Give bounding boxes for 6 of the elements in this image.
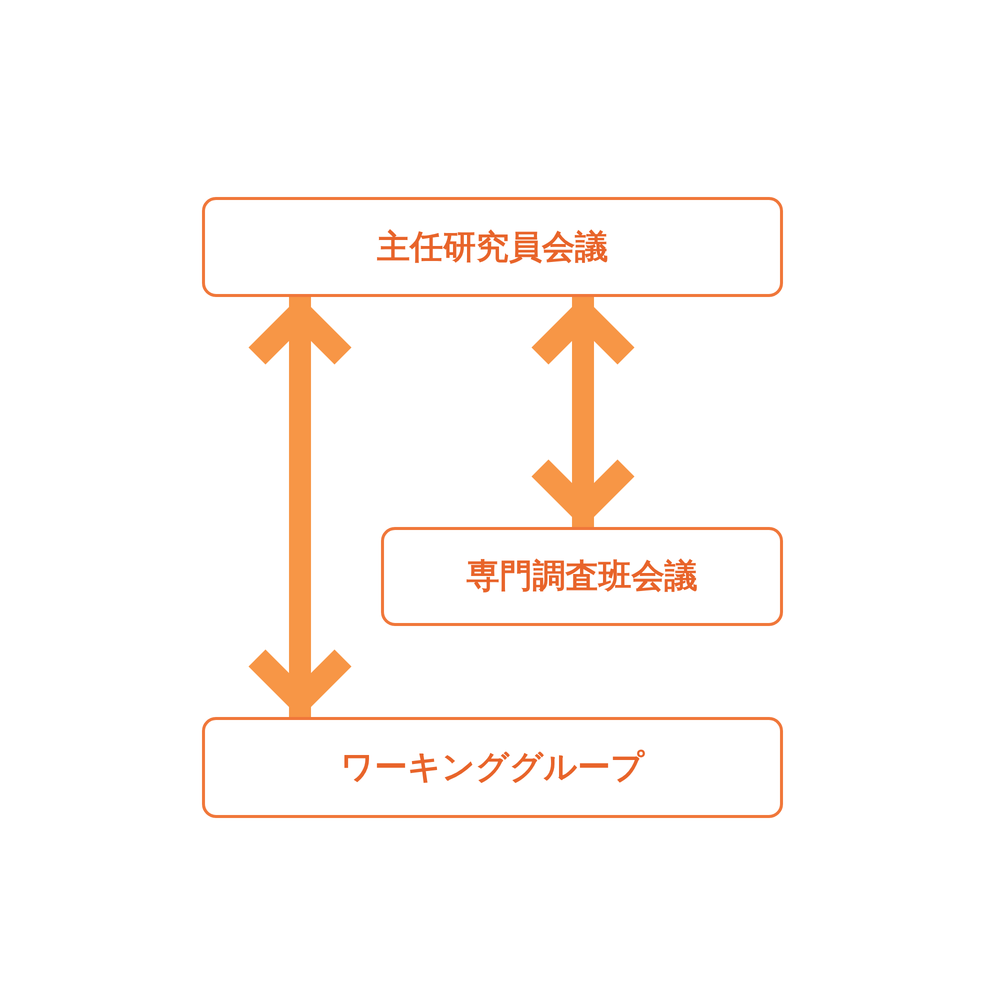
rounded-box	[381, 527, 783, 626]
box-label: 主任研究員会議	[377, 226, 608, 268]
box-label: 専門調査班会議	[466, 555, 698, 597]
rounded-box	[202, 717, 783, 818]
rounded-box	[202, 197, 783, 297]
box-label: ワーキンググループ	[340, 746, 644, 788]
